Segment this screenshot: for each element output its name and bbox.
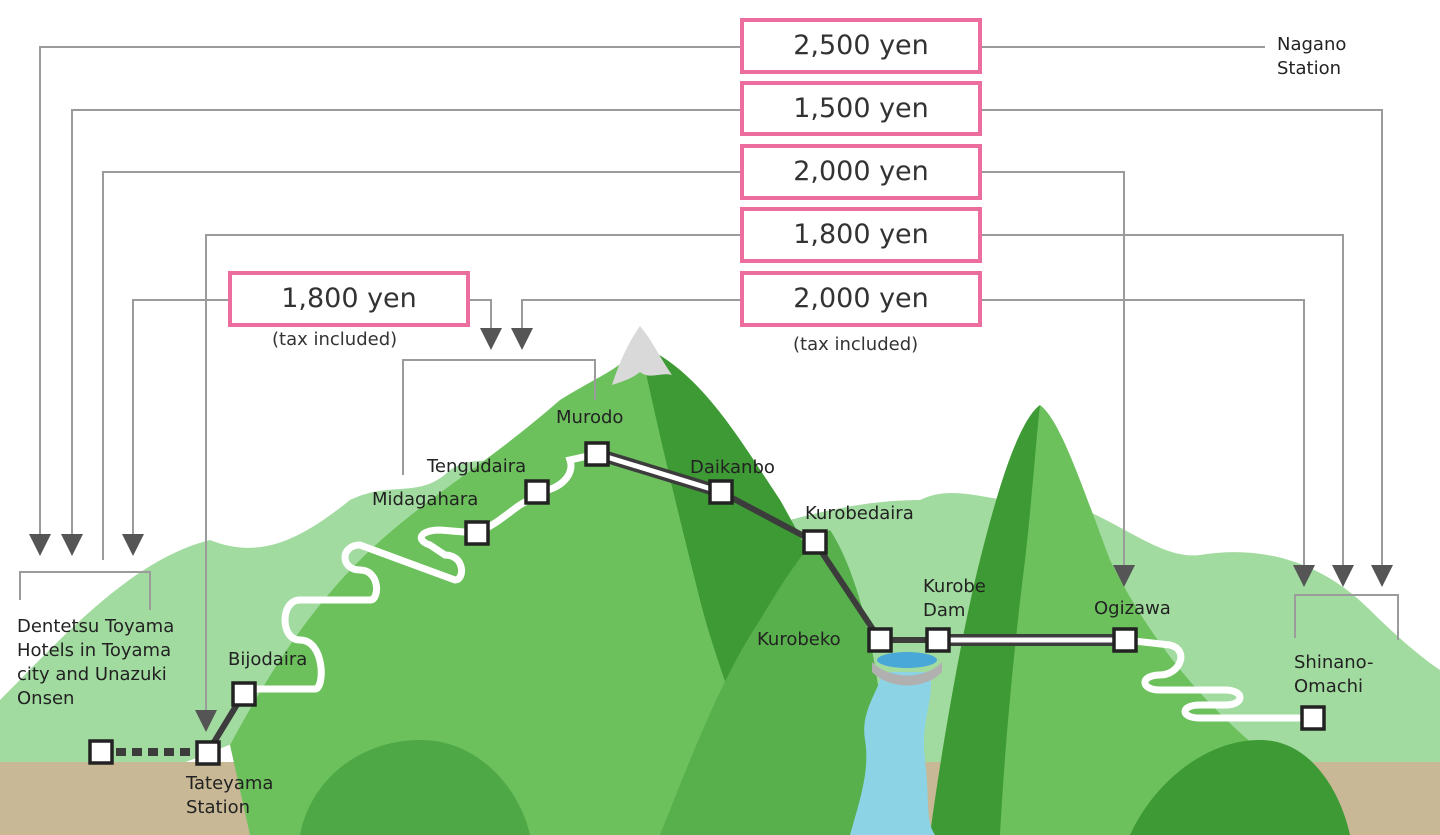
label-kurobeko: Kurobeko bbox=[757, 629, 841, 650]
label-shinano-omachi: Shinano-Omachi bbox=[1294, 652, 1374, 697]
station-marker-shinano bbox=[1300, 705, 1326, 731]
tax-note-left: (tax included) bbox=[272, 329, 398, 350]
connector-2000a-left bbox=[102, 171, 740, 560]
route-daikanbo-kurobedaira bbox=[719, 489, 817, 545]
fare-box-1500: 1,500 yen bbox=[740, 81, 982, 136]
connector-2500-left bbox=[39, 46, 740, 540]
connector-1500-left bbox=[71, 109, 740, 540]
station-marker-bijodaira bbox=[231, 681, 257, 707]
connector-2000b-left bbox=[521, 299, 740, 328]
route-lines bbox=[100, 448, 1125, 756]
connector-1800a-right bbox=[982, 234, 1344, 565]
arrow-shinano-1 bbox=[1293, 565, 1315, 587]
station-marker-kurobe-dam bbox=[925, 627, 951, 653]
connector-2000b-right bbox=[982, 299, 1305, 565]
fare-box-2000-ogizawa: 2,000 yen bbox=[740, 144, 982, 200]
arrow-ogizawa bbox=[1113, 565, 1135, 587]
dam bbox=[872, 662, 942, 686]
fare-box-2500: 2,500 yen bbox=[740, 18, 982, 74]
station-marker-tengudaira bbox=[524, 479, 550, 505]
label-kurobedaira: Kurobedaira bbox=[805, 503, 914, 524]
station-marker-ogizawa bbox=[1112, 627, 1138, 653]
connector-1500-right bbox=[982, 109, 1383, 568]
connector-2000a-right bbox=[982, 171, 1125, 565]
label-midagahara: Midagahara bbox=[372, 489, 479, 510]
foreground-hill-left bbox=[300, 740, 530, 835]
label-dentetsu-hotels: Dentetsu Toyama Hotels in Toyama city an… bbox=[17, 616, 175, 709]
dam-lake bbox=[877, 652, 937, 668]
arrow-murodo-1 bbox=[480, 328, 502, 350]
snow-cap bbox=[612, 326, 672, 385]
label-nagano-station: Nagano Station bbox=[1277, 34, 1347, 79]
fare-box-2000-murodo: 2,000 yen bbox=[740, 271, 982, 327]
arrow-dentetsu-3 bbox=[122, 534, 144, 556]
station-marker-dentetsu bbox=[88, 739, 114, 765]
label-murodo: Murodo bbox=[556, 407, 624, 428]
station-marker-tateyama bbox=[195, 740, 221, 766]
arrow-dentetsu-1 bbox=[29, 534, 51, 556]
arrow-tateyama bbox=[195, 710, 217, 732]
label-bijodaira: Bijodaira bbox=[228, 649, 308, 670]
arrow-shinano-3 bbox=[1371, 565, 1393, 587]
connector-1800b-right bbox=[470, 299, 492, 328]
arrow-murodo-2 bbox=[511, 328, 533, 350]
fare-box-1800-tateyama: 1,800 yen bbox=[740, 207, 982, 263]
label-kurobe-dam: Kurobe Dam bbox=[923, 576, 986, 621]
arrow-shinano-2 bbox=[1332, 565, 1354, 587]
label-tengudaira: Tengudaira bbox=[427, 456, 527, 477]
arrowheads bbox=[29, 328, 1393, 732]
mid-mountain bbox=[660, 530, 880, 835]
connector-1800a-left bbox=[205, 234, 740, 710]
fare-connectors bbox=[19, 46, 1399, 710]
label-tateyama-station: Tateyama Station bbox=[186, 773, 274, 818]
route-murodo-daikanbo bbox=[596, 451, 722, 495]
right-mountain-shade bbox=[930, 405, 1040, 835]
connector-1800b-left bbox=[132, 299, 228, 540]
arrow-dentetsu-2 bbox=[61, 534, 83, 556]
bracket-murodo bbox=[402, 359, 596, 475]
station-marker-daikanbo bbox=[708, 479, 734, 505]
station-marker-murodo bbox=[584, 441, 610, 467]
label-daikanbo: Daikanbo bbox=[690, 457, 775, 478]
tax-note-right: (tax included) bbox=[793, 334, 919, 355]
right-foreground-hill bbox=[1130, 740, 1350, 835]
bracket-shinano bbox=[1294, 594, 1399, 640]
fare-box-1800-murodo: 1,800 yen bbox=[228, 271, 470, 327]
road-bijodaira-murodo bbox=[244, 450, 598, 693]
label-ogizawa: Ogizawa bbox=[1094, 598, 1171, 619]
river bbox=[850, 672, 935, 835]
road-ogizawa-shinano bbox=[1124, 636, 1313, 722]
route-kurobedaira-kurobeko bbox=[812, 540, 883, 642]
station-marker-midagahara bbox=[464, 520, 490, 546]
station-marker-kurobedaira bbox=[802, 529, 828, 555]
station-marker-kurobeko bbox=[867, 627, 893, 653]
bracket-dentetsu bbox=[19, 571, 151, 610]
station-markers bbox=[88, 441, 1326, 766]
